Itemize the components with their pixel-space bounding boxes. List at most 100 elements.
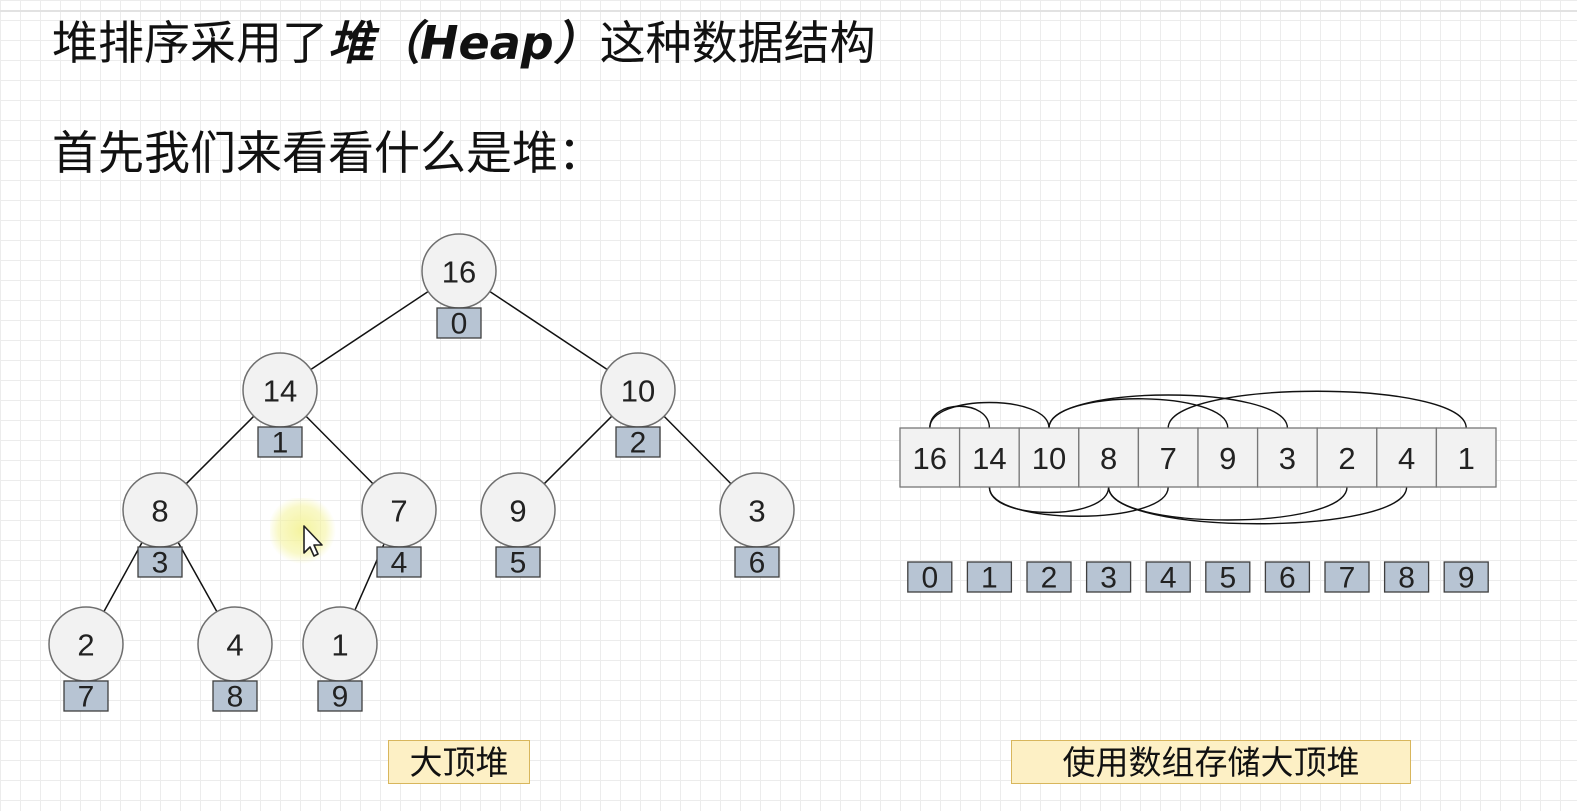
node-index-box (615, 426, 661, 458)
tree-node: 36 (719, 472, 795, 580)
array-index: 2 (1026, 561, 1072, 595)
node-index-label: 2 (630, 427, 647, 460)
node-value: 3 (748, 494, 765, 529)
node-value: 16 (442, 255, 476, 290)
array-cell-box (1256, 427, 1318, 488)
array-index-box (1324, 561, 1370, 593)
array-arc (988, 486, 1110, 514)
node-value: 1 (331, 628, 348, 663)
tree-edges (103, 290, 732, 613)
array-cell: 7 (1137, 427, 1199, 488)
slide-title: 堆排序采用了堆（Heap）这种数据结构 (52, 12, 876, 74)
array-cell: 3 (1256, 427, 1318, 488)
tree-node: 141 (242, 352, 318, 460)
tree-edge (543, 415, 613, 485)
tree-node: 102 (600, 352, 676, 460)
node-value: 14 (263, 374, 297, 409)
array-index: 0 (907, 561, 953, 595)
array-arc (988, 486, 1169, 517)
array-index: 7 (1324, 561, 1370, 595)
array-index-box (966, 561, 1013, 593)
node-index-label: 6 (749, 547, 766, 580)
array-index-box (1264, 561, 1311, 593)
array-index-label: 8 (1398, 562, 1415, 595)
array-cell-box (1137, 427, 1199, 488)
array-cell: 10 (1018, 427, 1080, 488)
array-cell-box (899, 427, 961, 488)
array-cell-box (1435, 427, 1497, 488)
tree-caption: 大顶堆 (388, 740, 530, 784)
tree-edge (305, 415, 374, 485)
array-arc (929, 405, 991, 429)
tree-node: 48 (197, 606, 273, 714)
array-cell-value: 2 (1338, 441, 1355, 476)
array-cell-value: 7 (1160, 441, 1177, 476)
array-cell-value: 16 (913, 441, 947, 476)
node-value: 9 (509, 494, 526, 529)
array-index-box (1443, 561, 1489, 593)
array-cell: 8 (1078, 427, 1140, 488)
array-caption: 使用数组存储大顶堆 (1011, 740, 1411, 784)
array-index-box (1205, 561, 1251, 593)
node-value: 4 (226, 628, 243, 663)
node-index-box (376, 546, 422, 578)
node-value: 7 (390, 494, 407, 529)
array-arc (1048, 394, 1289, 429)
array-index-box (1383, 561, 1430, 593)
array-index: 9 (1443, 561, 1489, 595)
array-index-label: 1 (981, 562, 998, 595)
mouse-pointer-icon (270, 498, 336, 564)
title-tail: 这种数据结构 (599, 16, 876, 70)
array-index-label: 6 (1279, 562, 1296, 595)
array-cell-value: 4 (1398, 441, 1415, 476)
array-index: 3 (1085, 561, 1132, 595)
tree-edge (310, 290, 429, 371)
array-cell-value: 1 (1458, 441, 1475, 476)
array-index: 4 (1145, 561, 1191, 595)
array-cell: 9 (1197, 427, 1259, 488)
array-index-box (1026, 561, 1072, 593)
array-cell: 16 (899, 427, 961, 488)
tree-node: 74 (361, 472, 437, 580)
tree-edge (103, 542, 143, 612)
tree-node: 19 (302, 606, 378, 714)
array-cell: 2 (1316, 427, 1378, 488)
array-cell-box (958, 427, 1020, 488)
array-index-label: 2 (1041, 562, 1058, 595)
node-index-label: 4 (391, 547, 408, 580)
slide-subtitle: 首先我们来看看什么是堆： (52, 126, 604, 180)
array-cell-box (1078, 427, 1140, 488)
array-cell-box (1018, 427, 1080, 488)
tree-node: 95 (480, 472, 556, 580)
array-cell-box (1316, 427, 1378, 488)
title-main: 堆排序采用了 (52, 16, 328, 70)
array-parent-child-arcs (929, 390, 1467, 525)
tree-edge (177, 541, 218, 613)
node-index-box (317, 680, 363, 712)
node-index-label: 5 (510, 547, 527, 580)
node-index-box (257, 426, 303, 458)
node-index-box (436, 307, 482, 339)
array-index-label: 4 (1160, 562, 1177, 595)
array-cell: 1 (1435, 427, 1497, 488)
tree-edge (185, 415, 255, 485)
tree-node: 83 (122, 472, 198, 580)
node-index-label: 3 (152, 547, 169, 580)
array-cell-value: 9 (1219, 441, 1236, 476)
node-index-box (212, 680, 258, 712)
array-cell-box (1376, 427, 1438, 488)
array-index-box (1085, 561, 1132, 593)
tree-edge (663, 415, 732, 485)
node-value: 2 (77, 628, 94, 663)
top-divider (0, 10, 1577, 12)
array-index-label: 0 (921, 562, 938, 595)
array-arc (1107, 486, 1348, 521)
node-index-box (495, 546, 541, 578)
array-cell-box (1197, 427, 1259, 488)
array-index-label: 7 (1339, 562, 1356, 595)
array-arc (1167, 390, 1467, 429)
